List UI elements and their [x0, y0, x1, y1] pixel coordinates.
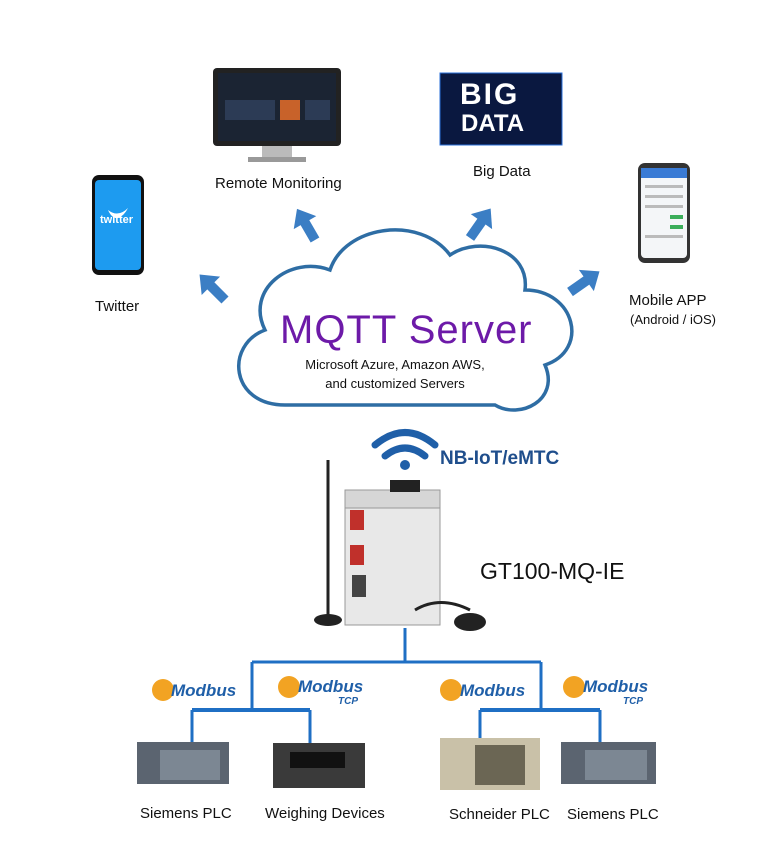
big-data-logo-line2: DATA: [461, 110, 525, 137]
label-big-data: Big Data: [473, 163, 531, 180]
gateway-model: GT100-MQ-IE: [480, 558, 625, 584]
wireless-label: NB-IoT/eMTC: [440, 448, 560, 469]
arrow-to-bigdata-icon: [465, 208, 493, 241]
modbus-gear-icon-2: [278, 676, 300, 698]
bus-lines: [190, 628, 602, 745]
mobile-phone: [638, 163, 690, 263]
label-remote-monitoring: Remote Monitoring: [215, 175, 342, 192]
protocol-tcp-1: TCP: [338, 696, 358, 707]
protocol-modbus-2: Modbus: [460, 681, 526, 700]
twitter-bird-icon: [108, 208, 128, 219]
modbus-gears: [152, 676, 585, 701]
arrows: [199, 208, 600, 304]
twitter-phone: [92, 175, 144, 275]
label-mobile-app: Mobile APP: [629, 292, 707, 309]
arrow-to-twitter-icon: [199, 274, 229, 304]
mqtt-server-title: MQTT Server: [280, 308, 533, 352]
device-label-weighing: Weighing Devices: [265, 805, 385, 822]
label-mobile-app-sub: (Android / iOS): [630, 312, 716, 327]
protocol-modbus-tcp-2: Modbus: [583, 677, 649, 696]
gateway-device: [314, 460, 486, 631]
device-label-siemens-1: Siemens PLC: [140, 805, 232, 822]
cloud-subtitle-line2: and customized Servers: [325, 376, 465, 391]
cloud-subtitle-line1: Microsoft Azure, Amazon AWS,: [305, 357, 485, 372]
monitor: [213, 68, 341, 162]
big-data-logo-line1: BIG: [460, 78, 520, 111]
modbus-gear-icon-4: [563, 676, 585, 698]
device-label-schneider: Schneider PLC: [449, 806, 550, 823]
wifi-icon: [371, 429, 439, 470]
protocol-tcp-2: TCP: [623, 696, 643, 707]
device-images: [137, 738, 656, 790]
protocol-modbus-1: Modbus: [171, 681, 237, 700]
cloud-shape: [237, 228, 574, 412]
device-label-siemens-2: Siemens PLC: [567, 806, 659, 823]
twitter-logo-text: twitter: [100, 214, 133, 226]
label-twitter: Twitter: [95, 298, 140, 315]
arrow-to-mobile-icon: [567, 269, 600, 297]
arrow-to-monitoring-icon: [293, 208, 320, 243]
modbus-gear-icon-3: [440, 679, 462, 701]
modbus-gear-icon-1: [152, 679, 174, 701]
protocol-modbus-tcp-1: Modbus: [298, 677, 364, 696]
big-data-image: [439, 72, 563, 146]
